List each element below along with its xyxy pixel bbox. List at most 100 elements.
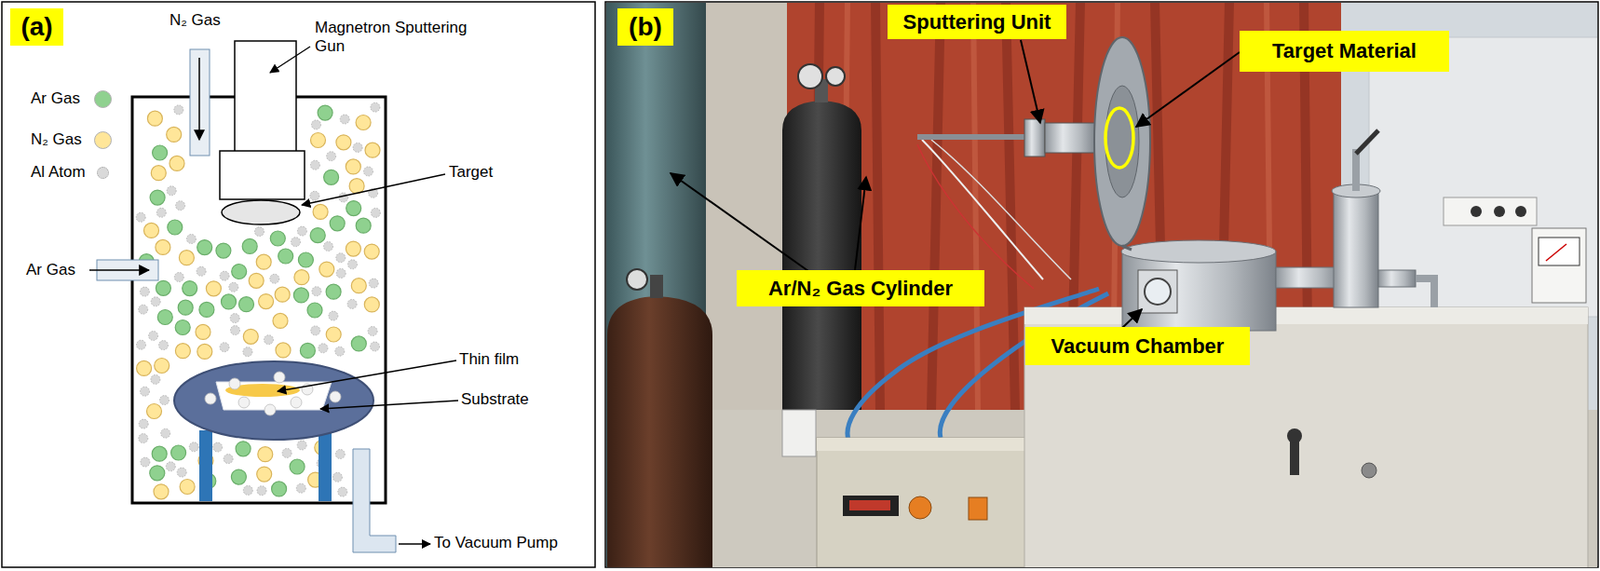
- particle: [370, 207, 380, 217]
- particle: [311, 286, 322, 297]
- particle: [179, 479, 195, 495]
- label-text: Ar/N₂ Gas Cylinder: [768, 276, 953, 301]
- particle: [175, 343, 190, 359]
- particle: [221, 294, 237, 310]
- particle: [159, 340, 169, 351]
- particle: [199, 301, 215, 317]
- particle: [291, 237, 301, 247]
- particle: [165, 461, 176, 472]
- n2-inlet-pipe: [189, 49, 210, 156]
- particle: [243, 347, 253, 357]
- panel-frame: [1, 1, 596, 568]
- particle: [282, 447, 292, 458]
- particle: [328, 311, 339, 321]
- holder-leg: [318, 430, 332, 502]
- particle: [336, 268, 346, 278]
- particle: [150, 297, 161, 307]
- particle: [329, 216, 345, 231]
- label-text: Sputtering Unit: [903, 10, 1052, 35]
- particle: [138, 419, 149, 429]
- legend-text: Al Atom: [30, 162, 95, 182]
- particle: [182, 281, 198, 297]
- particle: [319, 261, 335, 277]
- label-text: Vacuum Chamber: [1051, 334, 1225, 359]
- particle: [231, 264, 247, 280]
- particle: [174, 105, 184, 115]
- particle: [294, 270, 310, 285]
- particle: [346, 201, 362, 217]
- particle: [365, 142, 380, 158]
- particle: [204, 393, 217, 405]
- particle: [364, 244, 380, 259]
- particle: [355, 217, 371, 233]
- particle: [270, 273, 280, 284]
- particle: [351, 336, 367, 352]
- particle: [317, 105, 333, 121]
- part-label: Substrate: [461, 390, 564, 409]
- particle: [297, 440, 307, 450]
- particle: [325, 326, 341, 342]
- particle: [351, 278, 367, 294]
- particle: [230, 325, 241, 336]
- particle: [293, 287, 309, 303]
- particle: [136, 360, 152, 376]
- legend-swatch: [94, 131, 112, 150]
- particle: [310, 190, 320, 201]
- particle: [347, 298, 357, 309]
- callout-box: Ar/N₂ Gas Cylinder: [736, 270, 985, 307]
- particle: [297, 226, 307, 236]
- particle: [242, 238, 258, 254]
- panel-frame: [605, 1, 1599, 568]
- holder-leg: [199, 430, 213, 502]
- callout-box: Target Material: [1239, 30, 1450, 72]
- particle: [154, 358, 170, 374]
- particle: [135, 212, 146, 222]
- particle: [310, 160, 320, 170]
- particle: [167, 219, 183, 235]
- particle: [230, 469, 246, 485]
- particle: [370, 102, 380, 112]
- particle: [136, 339, 147, 350]
- particle: [169, 155, 185, 171]
- particle: [151, 446, 167, 462]
- particle: [324, 169, 339, 185]
- particle: [349, 178, 365, 194]
- leader-line: [398, 542, 431, 544]
- particle: [155, 239, 171, 255]
- leader-line: [270, 46, 311, 73]
- particle: [223, 454, 233, 464]
- particle: [335, 346, 345, 356]
- label-text: Target Material: [1272, 39, 1417, 64]
- callout-box: Sputtering Unit: [887, 4, 1067, 40]
- particle: [177, 299, 193, 315]
- particle: [257, 447, 273, 462]
- particle: [149, 331, 159, 341]
- label-text: (a): [20, 12, 53, 42]
- particle: [149, 189, 165, 205]
- particle: [335, 449, 345, 460]
- leader-line: [1122, 309, 1142, 328]
- particle: [156, 207, 166, 217]
- particle: [140, 386, 150, 396]
- pump-outlet: [352, 448, 396, 553]
- legend-row: Ar Gas: [30, 89, 112, 109]
- particle: [155, 280, 171, 296]
- particle: [307, 302, 323, 318]
- particle: [239, 297, 255, 312]
- particle: [325, 284, 341, 299]
- particle: [138, 304, 149, 314]
- particle: [140, 457, 150, 467]
- particle: [243, 328, 258, 344]
- particle: [270, 230, 285, 246]
- particle: [149, 465, 165, 481]
- particle: [150, 165, 166, 181]
- particle: [189, 442, 199, 452]
- particle: [139, 286, 150, 297]
- particle: [312, 203, 328, 219]
- particle: [264, 404, 276, 416]
- particle: [271, 481, 287, 497]
- flow-arrow: [198, 57, 201, 140]
- particle: [278, 248, 294, 264]
- particle: [290, 396, 302, 408]
- particle: [175, 320, 190, 336]
